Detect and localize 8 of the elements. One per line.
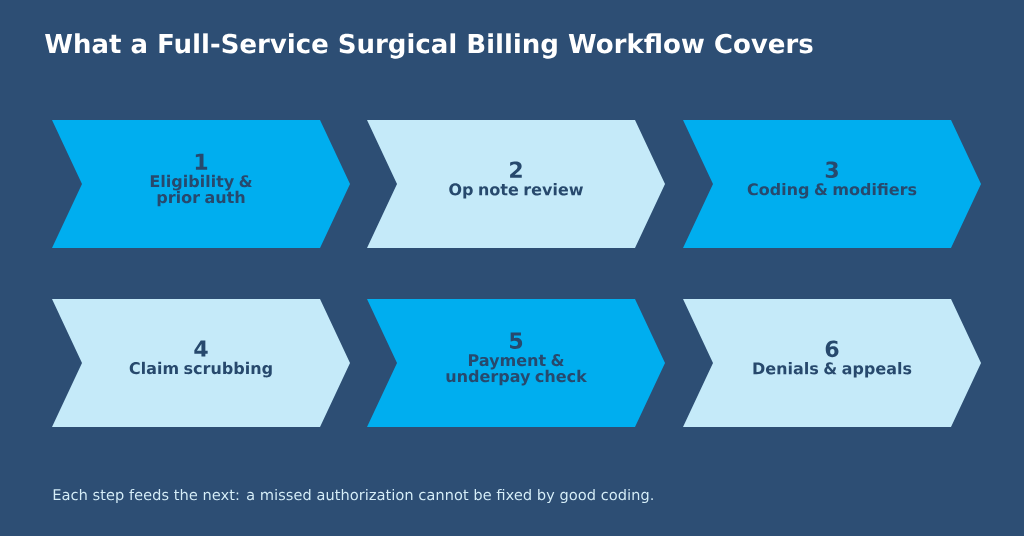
chevron-step: 1 Eligibility & prior auth	[52, 120, 350, 248]
chevron-step: 6 Denials & appeals	[683, 299, 981, 427]
chevron-step: 3 Coding & modifiers	[683, 120, 981, 248]
chevron-step: 2 Op note review	[367, 120, 665, 248]
chevron-step: 5 Payment & underpay check	[367, 299, 665, 427]
caption: Each step feeds the next: a missed authorization cannot be fixed by good coding.	[53, 488, 653, 504]
title: What a Full-Service Surgical Billing Workflow Covers	[45, 33, 813, 59]
chevron-step: 4 Claim scrubbing	[52, 299, 350, 427]
